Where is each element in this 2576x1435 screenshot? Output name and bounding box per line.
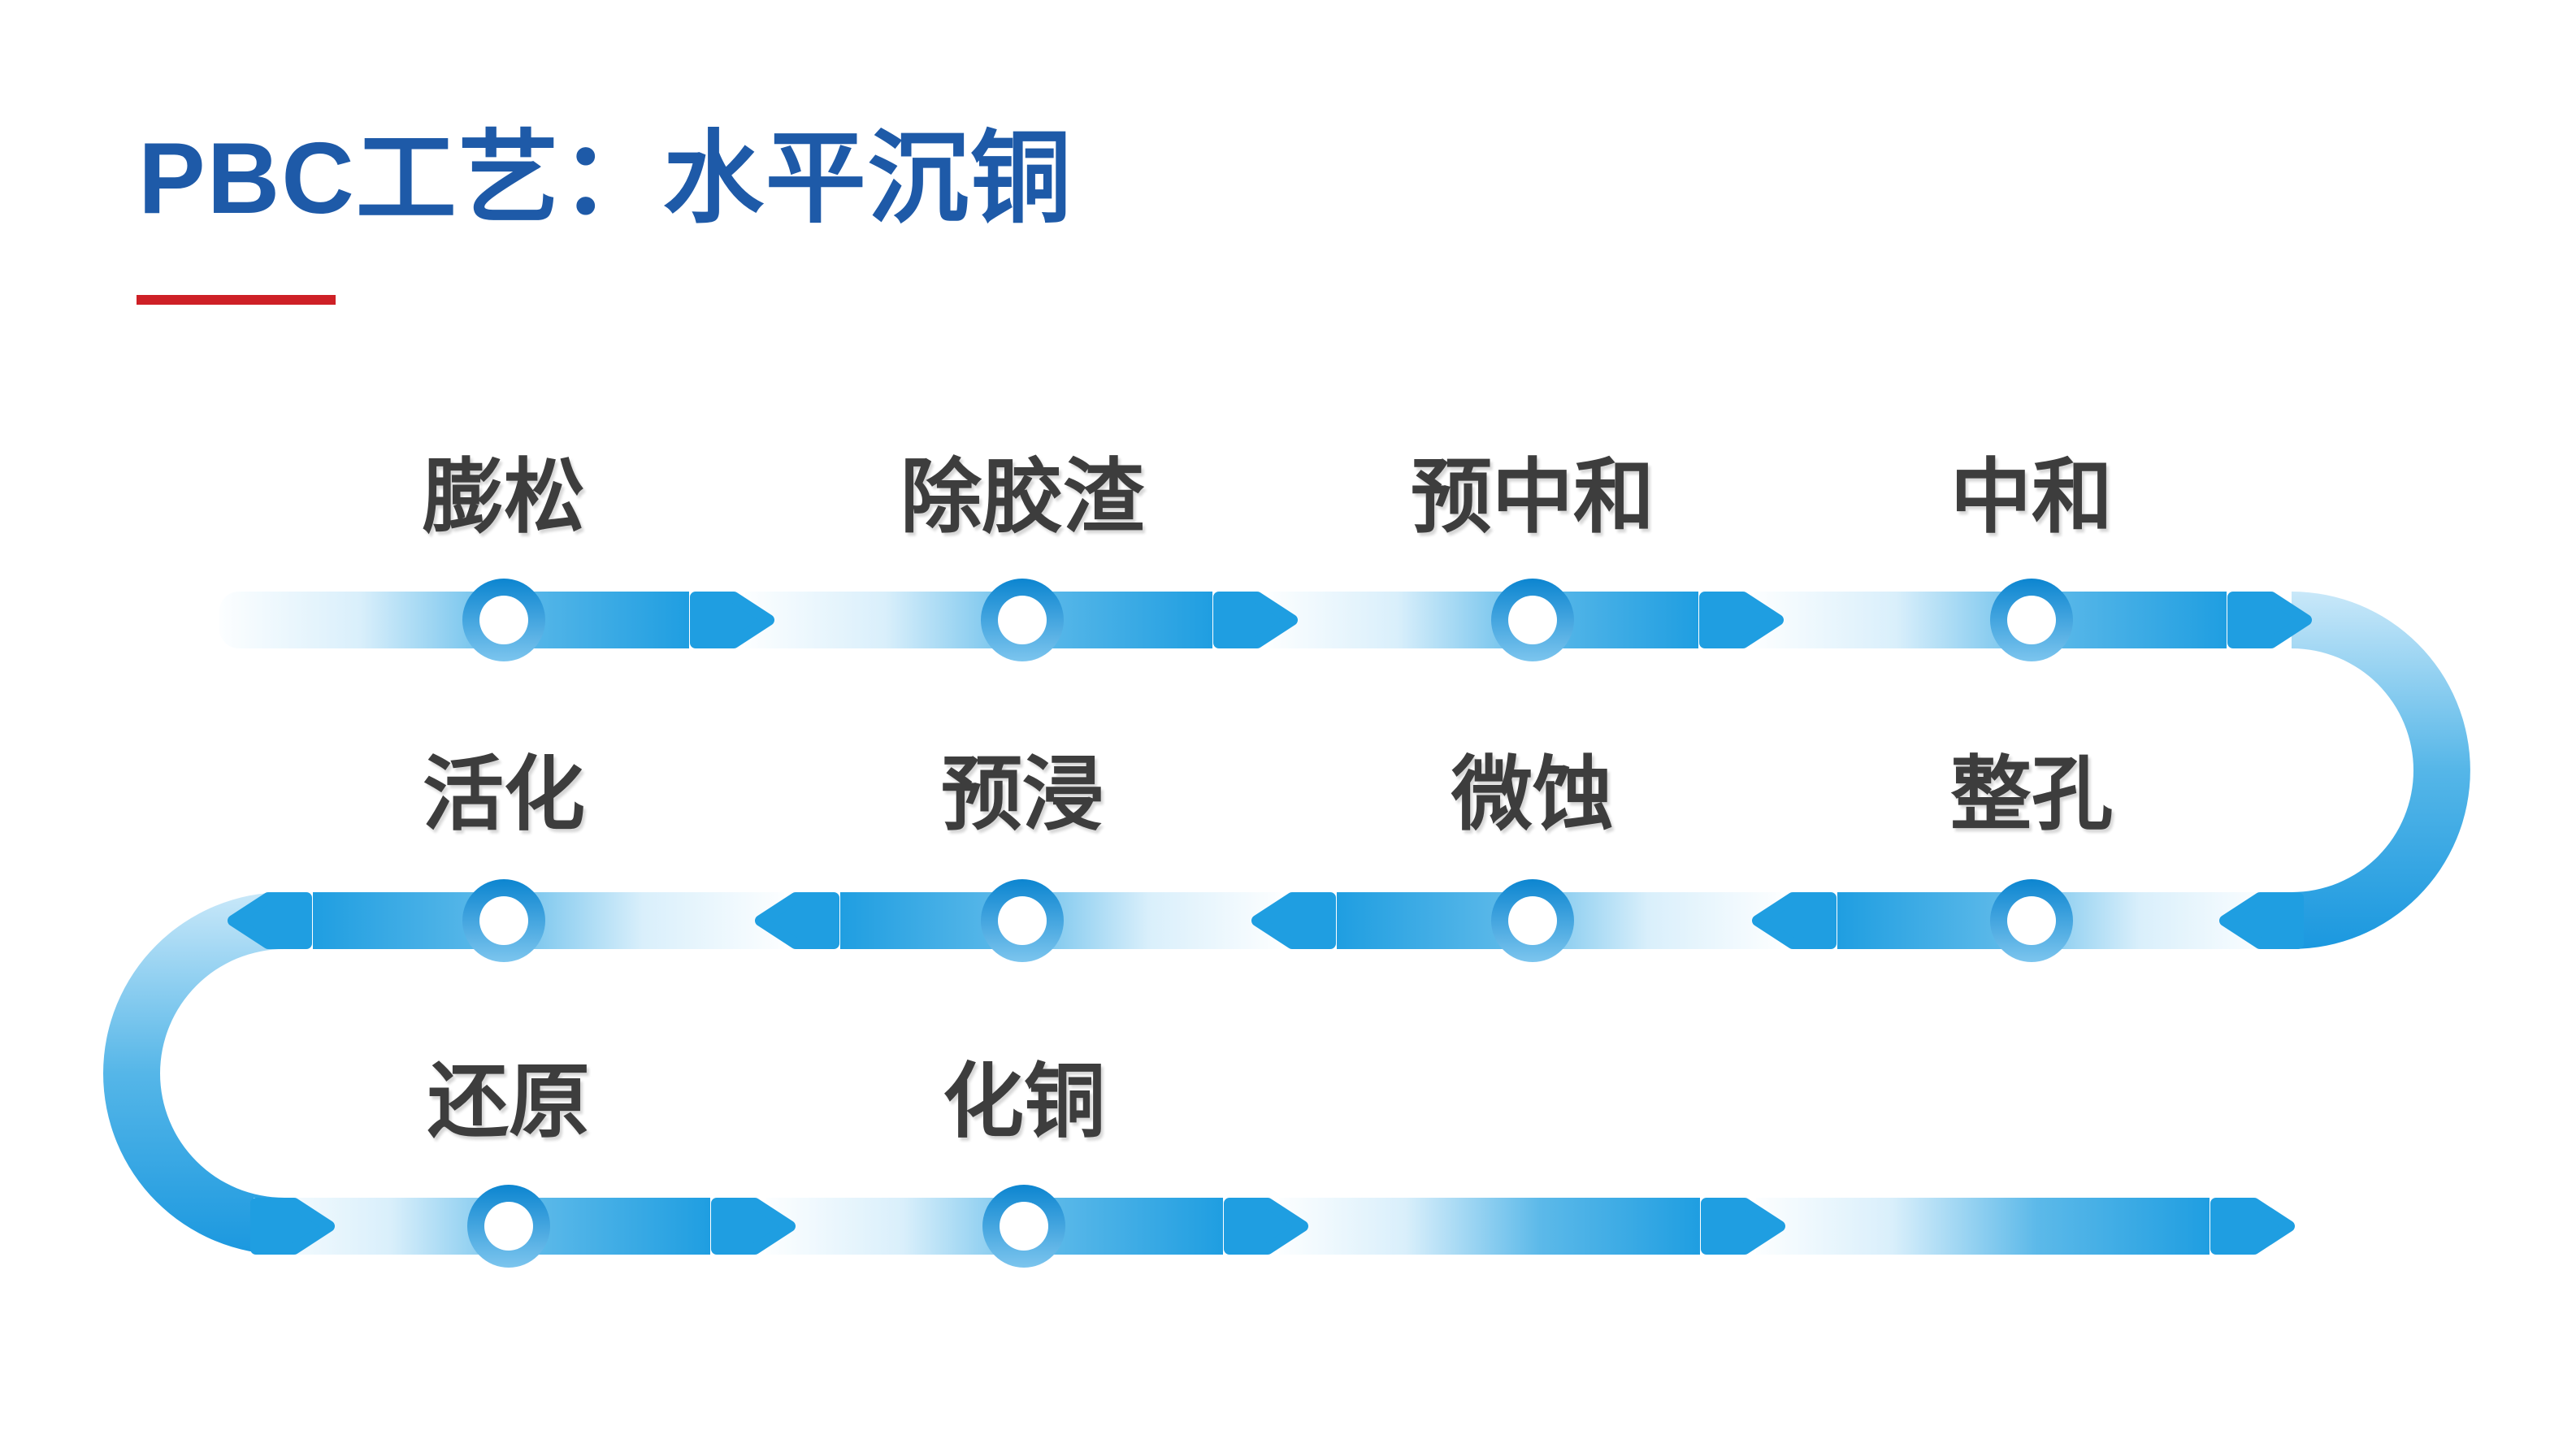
step-label-pengsong: 膨松	[423, 452, 585, 543]
flow-arrow-right-icon	[2210, 1198, 2295, 1255]
node-ring-center	[484, 1202, 533, 1251]
node-ring-center	[479, 596, 528, 644]
step-label-yuzhonghe: 预中和	[1411, 452, 1654, 543]
flow-segment-band	[1279, 1198, 1700, 1255]
flow-segment-band	[1268, 592, 1698, 648]
process-node	[1491, 879, 1574, 962]
step-label-weishi: 微蚀	[1451, 749, 1614, 840]
flow-arrow-right-icon	[1699, 592, 1784, 648]
flow-arrow-right-icon	[1213, 592, 1298, 648]
node-ring-center	[1508, 596, 1557, 644]
flow-arrow-right-icon	[1701, 1198, 1785, 1255]
uturn-left-band	[103, 892, 284, 1255]
step-label-huanyuan: 还原	[427, 1056, 590, 1147]
node-ring-center	[1508, 896, 1557, 945]
flow-arrow-right-icon	[690, 592, 774, 648]
uturn-right-band	[2292, 592, 2470, 949]
step-label-huatong: 化铜	[943, 1056, 1105, 1147]
title-underline-bar	[137, 295, 336, 305]
flow-segment-band	[1756, 1198, 2210, 1255]
flow-arrow-left-icon	[1251, 892, 1336, 949]
flow-segment-band	[745, 592, 1212, 648]
process-node	[981, 579, 1064, 661]
flow-arrow-right-icon	[2227, 592, 2312, 648]
flow-arrow-right-icon	[250, 1198, 335, 1255]
flow-segment-band	[313, 892, 784, 949]
page-title: PBC工艺：水平沉铜	[138, 123, 1073, 235]
process-node	[462, 579, 545, 661]
flow-arrow-left-icon	[1752, 892, 1837, 949]
process-node	[981, 879, 1064, 962]
step-label-chujiaozha: 除胶渣	[900, 452, 1144, 543]
process-node	[1491, 579, 1574, 661]
flow-arrow-left-icon	[755, 892, 839, 949]
process-node	[1990, 879, 2073, 962]
process-node	[1990, 579, 2073, 661]
flow-arrow-left-icon	[228, 892, 312, 949]
node-ring-center	[479, 896, 528, 945]
step-label-huohua: 活化	[423, 749, 585, 840]
node-ring-center	[1000, 1202, 1048, 1251]
step-label-zhengkong: 整孔	[1950, 749, 2113, 840]
flow-arrow-right-icon	[711, 1198, 796, 1255]
step-label-yujin: 预浸	[941, 749, 1104, 840]
process-node	[467, 1185, 550, 1268]
node-ring-center	[998, 896, 1047, 945]
flow-arrow-left-icon	[2219, 892, 2304, 949]
node-ring-center	[2007, 596, 2056, 644]
node-ring-center	[2007, 896, 2056, 945]
flow-segment-band	[219, 592, 689, 648]
step-label-zhonghe: 中和	[1950, 452, 2113, 543]
process-node	[462, 879, 545, 962]
flow-arrow-right-icon	[1224, 1198, 1308, 1255]
process-node	[982, 1185, 1065, 1268]
node-ring-center	[998, 596, 1047, 644]
